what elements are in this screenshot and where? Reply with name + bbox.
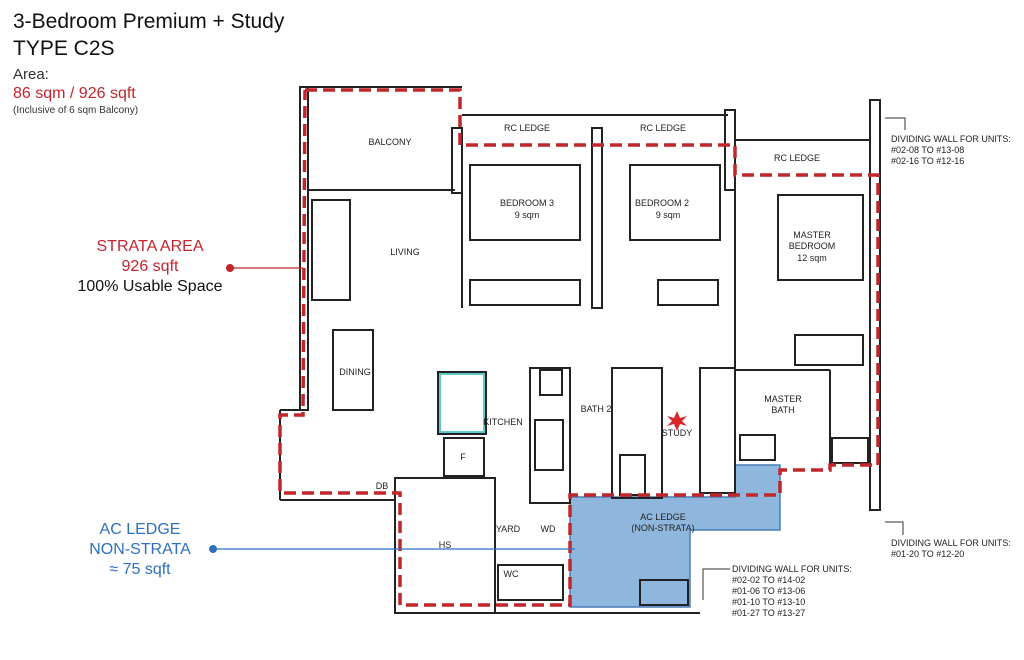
room-db: DB	[376, 481, 389, 491]
svg-text:DIVIDING WALL FOR UNITS:: DIVIDING WALL FOR UNITS:	[732, 564, 852, 574]
svg-text:#01-06 TO #13-06: #01-06 TO #13-06	[732, 586, 805, 596]
svg-text:#01-20 TO #12-20: #01-20 TO #12-20	[891, 549, 964, 559]
room-bed2-area: 9 sqm	[656, 210, 681, 220]
plan-title: 3-Bedroom Premium + Study	[13, 10, 285, 33]
room-yard: YARD	[496, 524, 521, 534]
note-right: DIVIDING WALL FOR UNITS: #01-20 TO #12-2…	[885, 521, 1011, 559]
walls	[279, 86, 881, 614]
room-bed3-area: 9 sqm	[515, 210, 540, 220]
area-label: Area:	[13, 66, 49, 83]
rc-ledge-1: RC LEDGE	[504, 123, 550, 133]
room-hs: HS	[439, 540, 452, 550]
room-master-bath: MASTER	[764, 394, 802, 404]
svg-text:#01-10 TO #13-10: #01-10 TO #13-10	[732, 597, 805, 607]
room-master-area: 12 sqm	[797, 253, 827, 263]
room-bed3: BEDROOM 3	[500, 198, 554, 208]
strata-leader-dot	[226, 264, 234, 272]
rc-ledge-2: RC LEDGE	[640, 123, 686, 133]
room-master-2: BEDROOM	[789, 241, 836, 251]
room-study: STUDY	[662, 428, 693, 438]
note-bottom: DIVIDING WALL FOR UNITS: #02-02 TO #14-0…	[702, 564, 852, 618]
strata-callout: STRATA AREA 926 sqft 100% Usable Space	[60, 237, 240, 297]
ac-ledge-value: ≈ 75 sqft	[109, 561, 171, 578]
kitchen-counter	[439, 373, 485, 433]
ac-ledge-title: AC LEDGE	[99, 521, 181, 538]
room-living: LIVING	[390, 247, 420, 257]
note-top: DIVIDING WALL FOR UNITS: #02-08 TO #13-0…	[885, 117, 1011, 166]
room-wd: WD	[541, 524, 556, 534]
svg-text:#02-16 TO #12-16: #02-16 TO #12-16	[891, 156, 964, 166]
ac-ledge-leader-dot	[209, 545, 217, 553]
ac-ledge-callout: AC LEDGE NON-STRATA ≈ 75 sqft	[60, 520, 220, 580]
area-note: (Inclusive of 6 sqm Balcony)	[13, 105, 139, 116]
strata-value: 926 sqft	[121, 258, 179, 275]
room-wc: WC	[504, 569, 519, 579]
room-fridge: F	[460, 452, 466, 462]
room-bed2: BEDROOM 2	[635, 198, 689, 208]
ac-ledge-subtitle: NON-STRATA	[89, 541, 191, 558]
unit-type: TYPE C2S	[13, 37, 115, 60]
strata-boundary	[278, 88, 880, 607]
ac-ledge-label-2: (NON-STRATA)	[631, 523, 694, 533]
room-bath2: BATH 2	[581, 404, 612, 414]
room-kitchen: KITCHEN	[483, 417, 523, 427]
svg-text:#01-27 TO #13-27: #01-27 TO #13-27	[732, 608, 805, 618]
room-balcony: BALCONY	[368, 137, 411, 147]
room-master: MASTER	[793, 230, 831, 240]
room-dining: DINING	[339, 367, 371, 377]
svg-text:#02-02 TO #14-02: #02-02 TO #14-02	[732, 575, 805, 585]
svg-text:DIVIDING WALL FOR UNITS:: DIVIDING WALL FOR UNITS:	[891, 134, 1011, 144]
study-marker-icon	[667, 411, 687, 431]
ac-ledge-label: AC LEDGE	[640, 512, 686, 522]
strata-title: STRATA AREA	[96, 238, 204, 255]
room-master-bath-2: BATH	[771, 405, 794, 415]
rc-ledge-3: RC LEDGE	[774, 153, 820, 163]
svg-text:DIVIDING WALL FOR UNITS:: DIVIDING WALL FOR UNITS:	[891, 538, 1011, 548]
svg-text:#02-08 TO #13-08: #02-08 TO #13-08	[891, 145, 964, 155]
area-value: 86 sqm / 926 sqft	[13, 85, 136, 102]
strata-note: 100% Usable Space	[77, 278, 223, 295]
